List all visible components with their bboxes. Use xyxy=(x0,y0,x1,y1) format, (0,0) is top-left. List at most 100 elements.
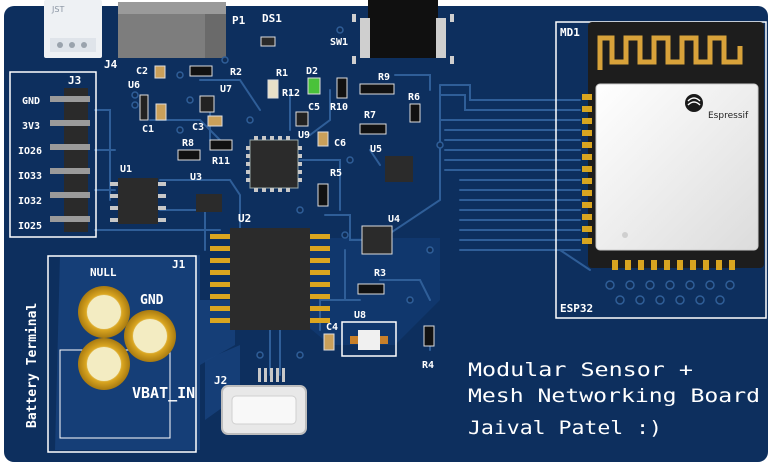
j2-label: J2 xyxy=(214,374,227,387)
sw1-pin xyxy=(352,56,356,64)
j3-pin-label: IO32 xyxy=(18,196,42,207)
r10-label: R10 xyxy=(330,102,348,113)
c2-cap xyxy=(154,65,166,79)
j4-label: J4 xyxy=(104,58,118,71)
u9-label: U9 xyxy=(298,130,310,141)
terminal-gnd-hole xyxy=(133,319,167,353)
d2-label: D2 xyxy=(306,66,318,77)
u5-chip xyxy=(385,156,413,182)
j3-header-body xyxy=(64,88,88,232)
r12-label: R12 xyxy=(282,88,300,99)
sw1-pin xyxy=(450,14,454,22)
espressif-logo-icon xyxy=(685,94,703,112)
esp32-label: ESP32 xyxy=(560,302,593,315)
jst-pin xyxy=(57,42,63,48)
pcb-traces xyxy=(94,74,591,376)
r6-resistor xyxy=(409,103,421,123)
u6-chip xyxy=(139,94,149,121)
r8-resistor xyxy=(177,149,201,161)
r3-resistor xyxy=(357,283,385,295)
terminal-null-hole xyxy=(87,295,121,329)
j1-label: J1 xyxy=(172,258,186,271)
r4-label: R4 xyxy=(422,360,434,371)
terminal-vbat-hole xyxy=(87,347,121,381)
esp32-castellated-pads xyxy=(582,94,735,270)
d2-led xyxy=(307,77,321,95)
j3-pin-label: 3V3 xyxy=(22,121,40,132)
r3-label: R3 xyxy=(374,268,386,279)
c1-cap xyxy=(155,103,167,121)
u1-label: U1 xyxy=(120,164,132,175)
r1-resistor xyxy=(267,79,279,99)
vias xyxy=(131,26,735,359)
esp32-pin1-marker xyxy=(622,232,628,238)
u2-label: U2 xyxy=(238,212,251,225)
espressif-label: Espressif xyxy=(708,111,749,121)
p1-label: P1 xyxy=(232,14,246,27)
u8-pad xyxy=(350,336,358,344)
c6-cap xyxy=(317,131,329,147)
md1-label: MD1 xyxy=(560,26,580,39)
j3-pin-label: GND xyxy=(22,96,40,107)
c2-label: C2 xyxy=(136,66,148,77)
esp32-shield-can xyxy=(595,83,759,251)
u2-chip xyxy=(230,228,310,330)
u7-label: U7 xyxy=(220,84,232,95)
r8-label: R8 xyxy=(182,138,194,149)
vbat-label: VBAT_IN xyxy=(132,384,195,402)
null-label: NULL xyxy=(90,266,117,279)
u9-chip xyxy=(295,111,309,127)
r1-label: R1 xyxy=(276,68,288,79)
u4-label: U4 xyxy=(388,214,400,225)
j3-pins xyxy=(50,96,90,222)
gnd-terminal-label: GND xyxy=(140,293,164,308)
board-title-line-2: Mesh Networking Board xyxy=(468,385,760,407)
u7-chip xyxy=(199,95,215,113)
p1-side xyxy=(205,14,226,58)
c4-label: C4 xyxy=(326,322,338,333)
r9-label: R9 xyxy=(378,72,390,83)
r5-label: R5 xyxy=(330,168,342,179)
c3-cap xyxy=(207,115,223,127)
j2-usb-inner xyxy=(231,395,297,425)
u1-pins xyxy=(110,182,166,222)
u1-chip xyxy=(118,178,158,224)
r4-resistor xyxy=(423,325,435,347)
u4-chip xyxy=(361,225,393,255)
sw1-pin xyxy=(352,14,356,22)
j3-pin-label: IO33 xyxy=(18,171,42,182)
sw1-pad xyxy=(360,18,370,58)
r11-label: R11 xyxy=(212,156,230,167)
jst-label: JST xyxy=(51,5,64,14)
c6-label: C6 xyxy=(334,138,346,149)
j3-label: J3 xyxy=(68,74,81,87)
ds1-label: DS1 xyxy=(262,12,282,25)
r11-resistor xyxy=(209,139,233,151)
r9-resistor xyxy=(359,83,395,95)
u8-pad xyxy=(380,336,388,344)
sw1-label: SW1 xyxy=(330,37,348,48)
sw1-pin xyxy=(450,56,454,64)
board-author: Jaival Patel :) xyxy=(468,417,662,439)
u6-label: U6 xyxy=(128,80,140,91)
jst-pin xyxy=(69,42,75,48)
c3-label: C3 xyxy=(192,122,204,133)
j3-pin-label: IO26 xyxy=(18,146,42,157)
mcu-qfn-pins xyxy=(246,136,302,192)
sw1-pad xyxy=(436,18,446,58)
p1-top xyxy=(118,2,226,14)
r2-resistor xyxy=(189,65,213,77)
r7-label: R7 xyxy=(364,110,376,121)
ds1-led xyxy=(260,36,276,47)
u8-outline xyxy=(341,321,397,357)
sw1-switch-body[interactable] xyxy=(368,0,438,58)
u3-chip xyxy=(196,194,222,212)
u3-label: U3 xyxy=(190,172,202,183)
r10-resistor xyxy=(336,77,348,99)
r2-label: R2 xyxy=(230,67,242,78)
u8-label: U8 xyxy=(354,310,366,321)
r5-resistor xyxy=(317,183,329,207)
u2-pins xyxy=(210,234,330,323)
